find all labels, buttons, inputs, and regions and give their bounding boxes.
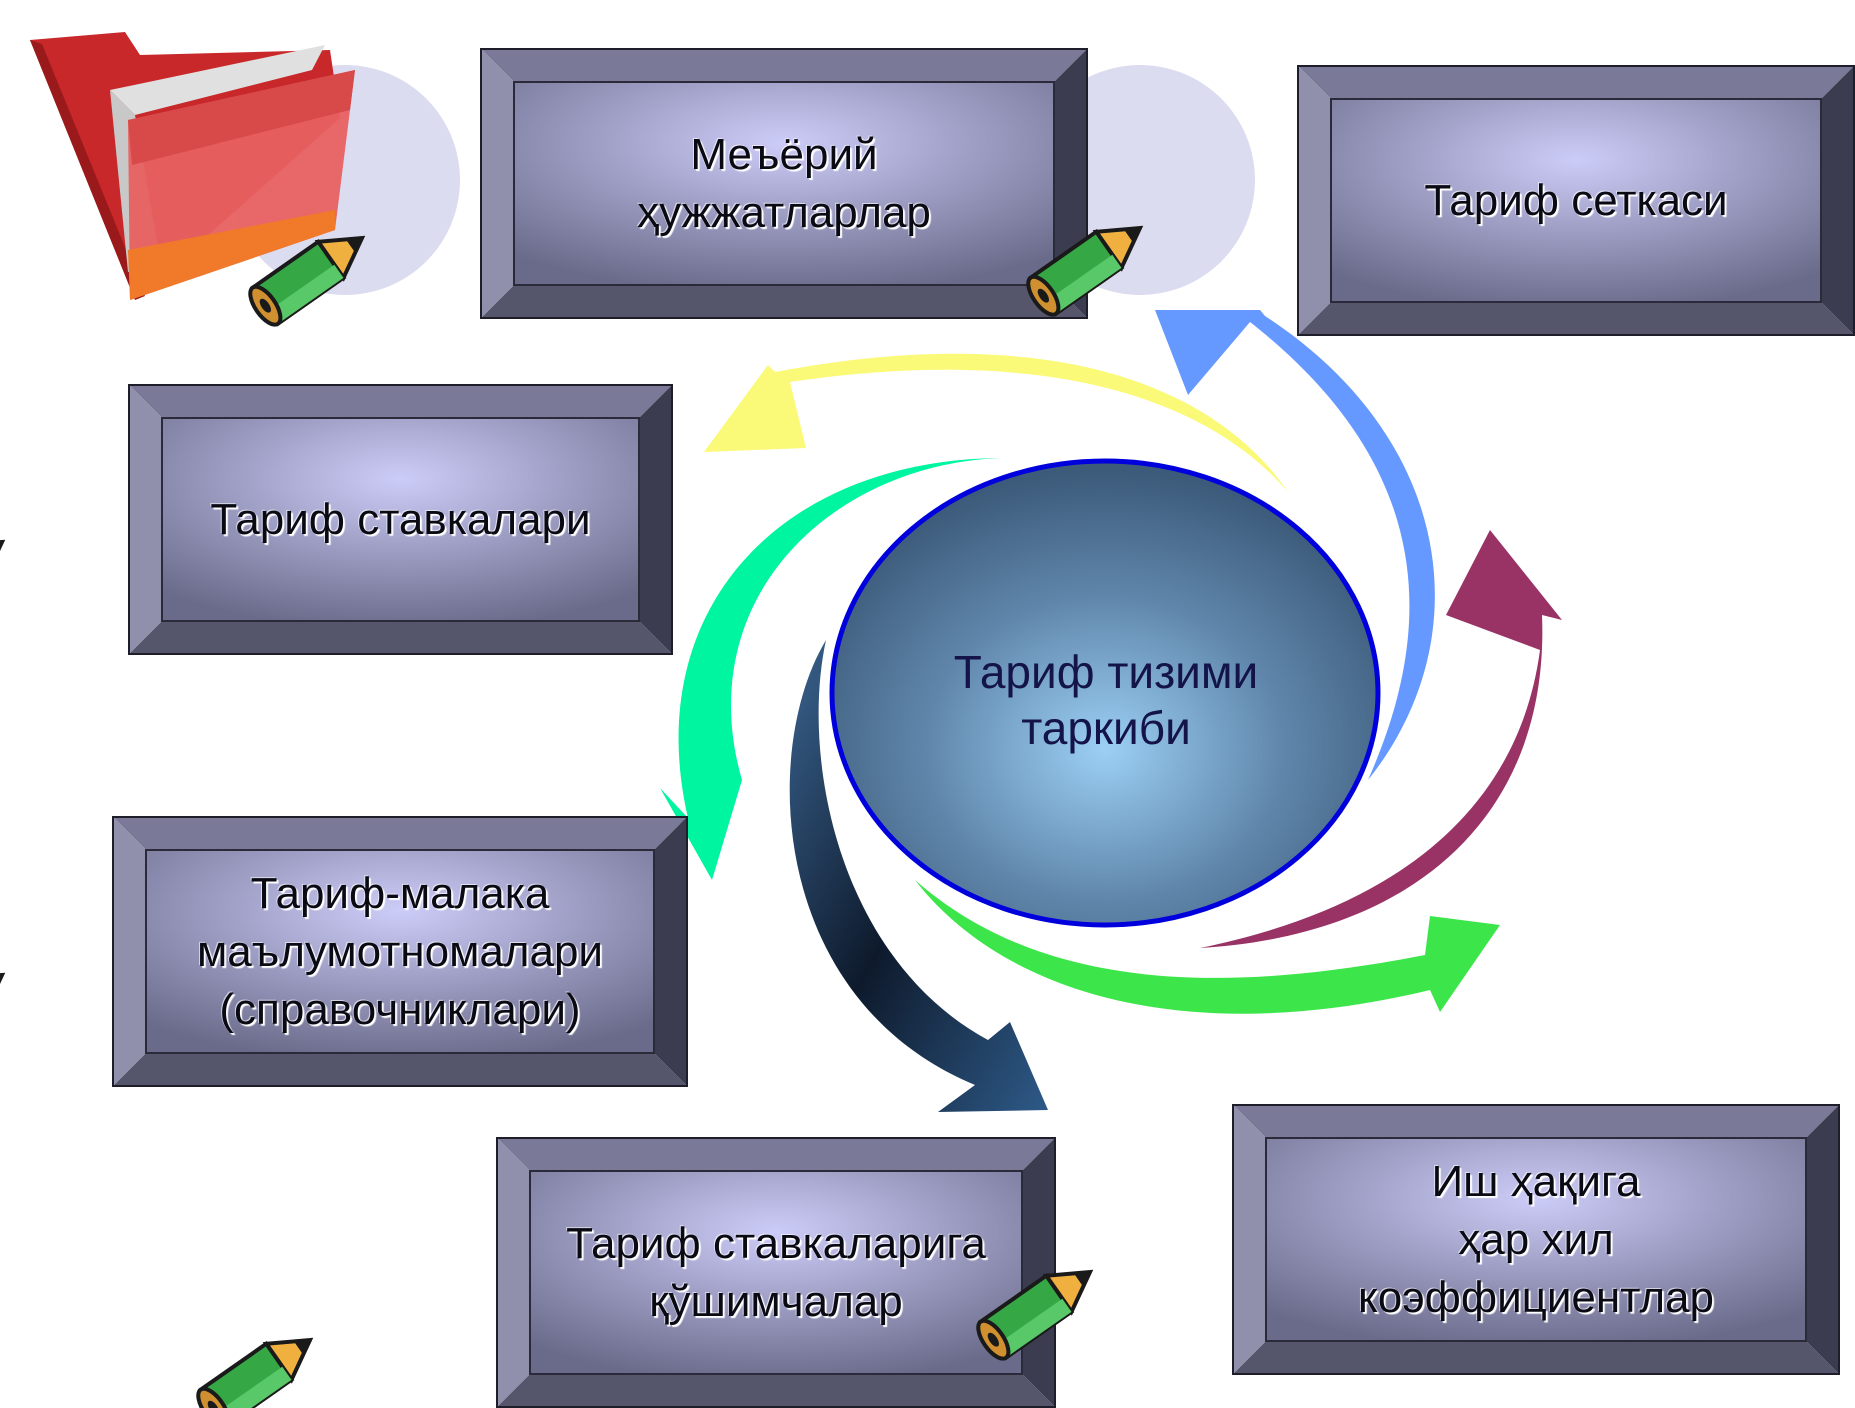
pencil-icon <box>0 521 17 636</box>
box-qualification-handbooks: Тариф-малака маълумотномалари (справочни… <box>112 816 688 1087</box>
folder-icon <box>30 32 355 300</box>
green-arrow <box>915 880 1500 1014</box>
bevel-frame <box>496 1137 1056 1408</box>
box-label: Меъёрий ҳужжатларлар <box>637 129 931 237</box>
center-title: Тариф тизими таркиби <box>953 646 1259 754</box>
box-label: Тариф сеткаси <box>1424 175 1728 225</box>
yellow-arrow <box>704 353 1288 492</box>
pencil-icon <box>0 954 17 1069</box>
pencil-icon <box>190 1319 325 1408</box>
navy-arrow <box>789 640 1048 1112</box>
blue-arrow <box>1155 310 1435 780</box>
box-label: Тариф ставкалари <box>210 494 591 544</box>
bevel-frame <box>1232 1104 1840 1375</box>
box-label: Тариф ставкаларига қўшимчалар <box>566 1218 986 1326</box>
bevel-frame <box>128 384 673 655</box>
box-tariff-grid: Тариф сеткаси <box>1297 65 1855 336</box>
bevel-frame <box>112 816 688 1087</box>
box-label: Тариф-малака маълумотномалари (справочни… <box>197 868 603 1034</box>
aqua-arrow <box>660 458 1000 880</box>
box-normative-docs: Меъёрий ҳужжатларлар <box>480 48 1088 319</box>
pencil-icon <box>1020 207 1155 322</box>
bevel-frame <box>1297 65 1855 336</box>
box-rate-supplements: Тариф ставкаларига қўшимчалар <box>496 1137 1056 1408</box>
box-pay-coefficients: Иш ҳақига ҳар хил коэффициентлар <box>1232 1104 1840 1375</box>
center-oval <box>829 458 1381 928</box>
box-tariff-rates: Тариф ставкалари <box>128 384 673 655</box>
bevel-frame <box>480 48 1088 319</box>
pencil-icon <box>970 1251 1105 1366</box>
box-label: Иш ҳақига ҳар хил коэффициентлар <box>1358 1156 1714 1322</box>
pencil-icon <box>242 217 377 332</box>
